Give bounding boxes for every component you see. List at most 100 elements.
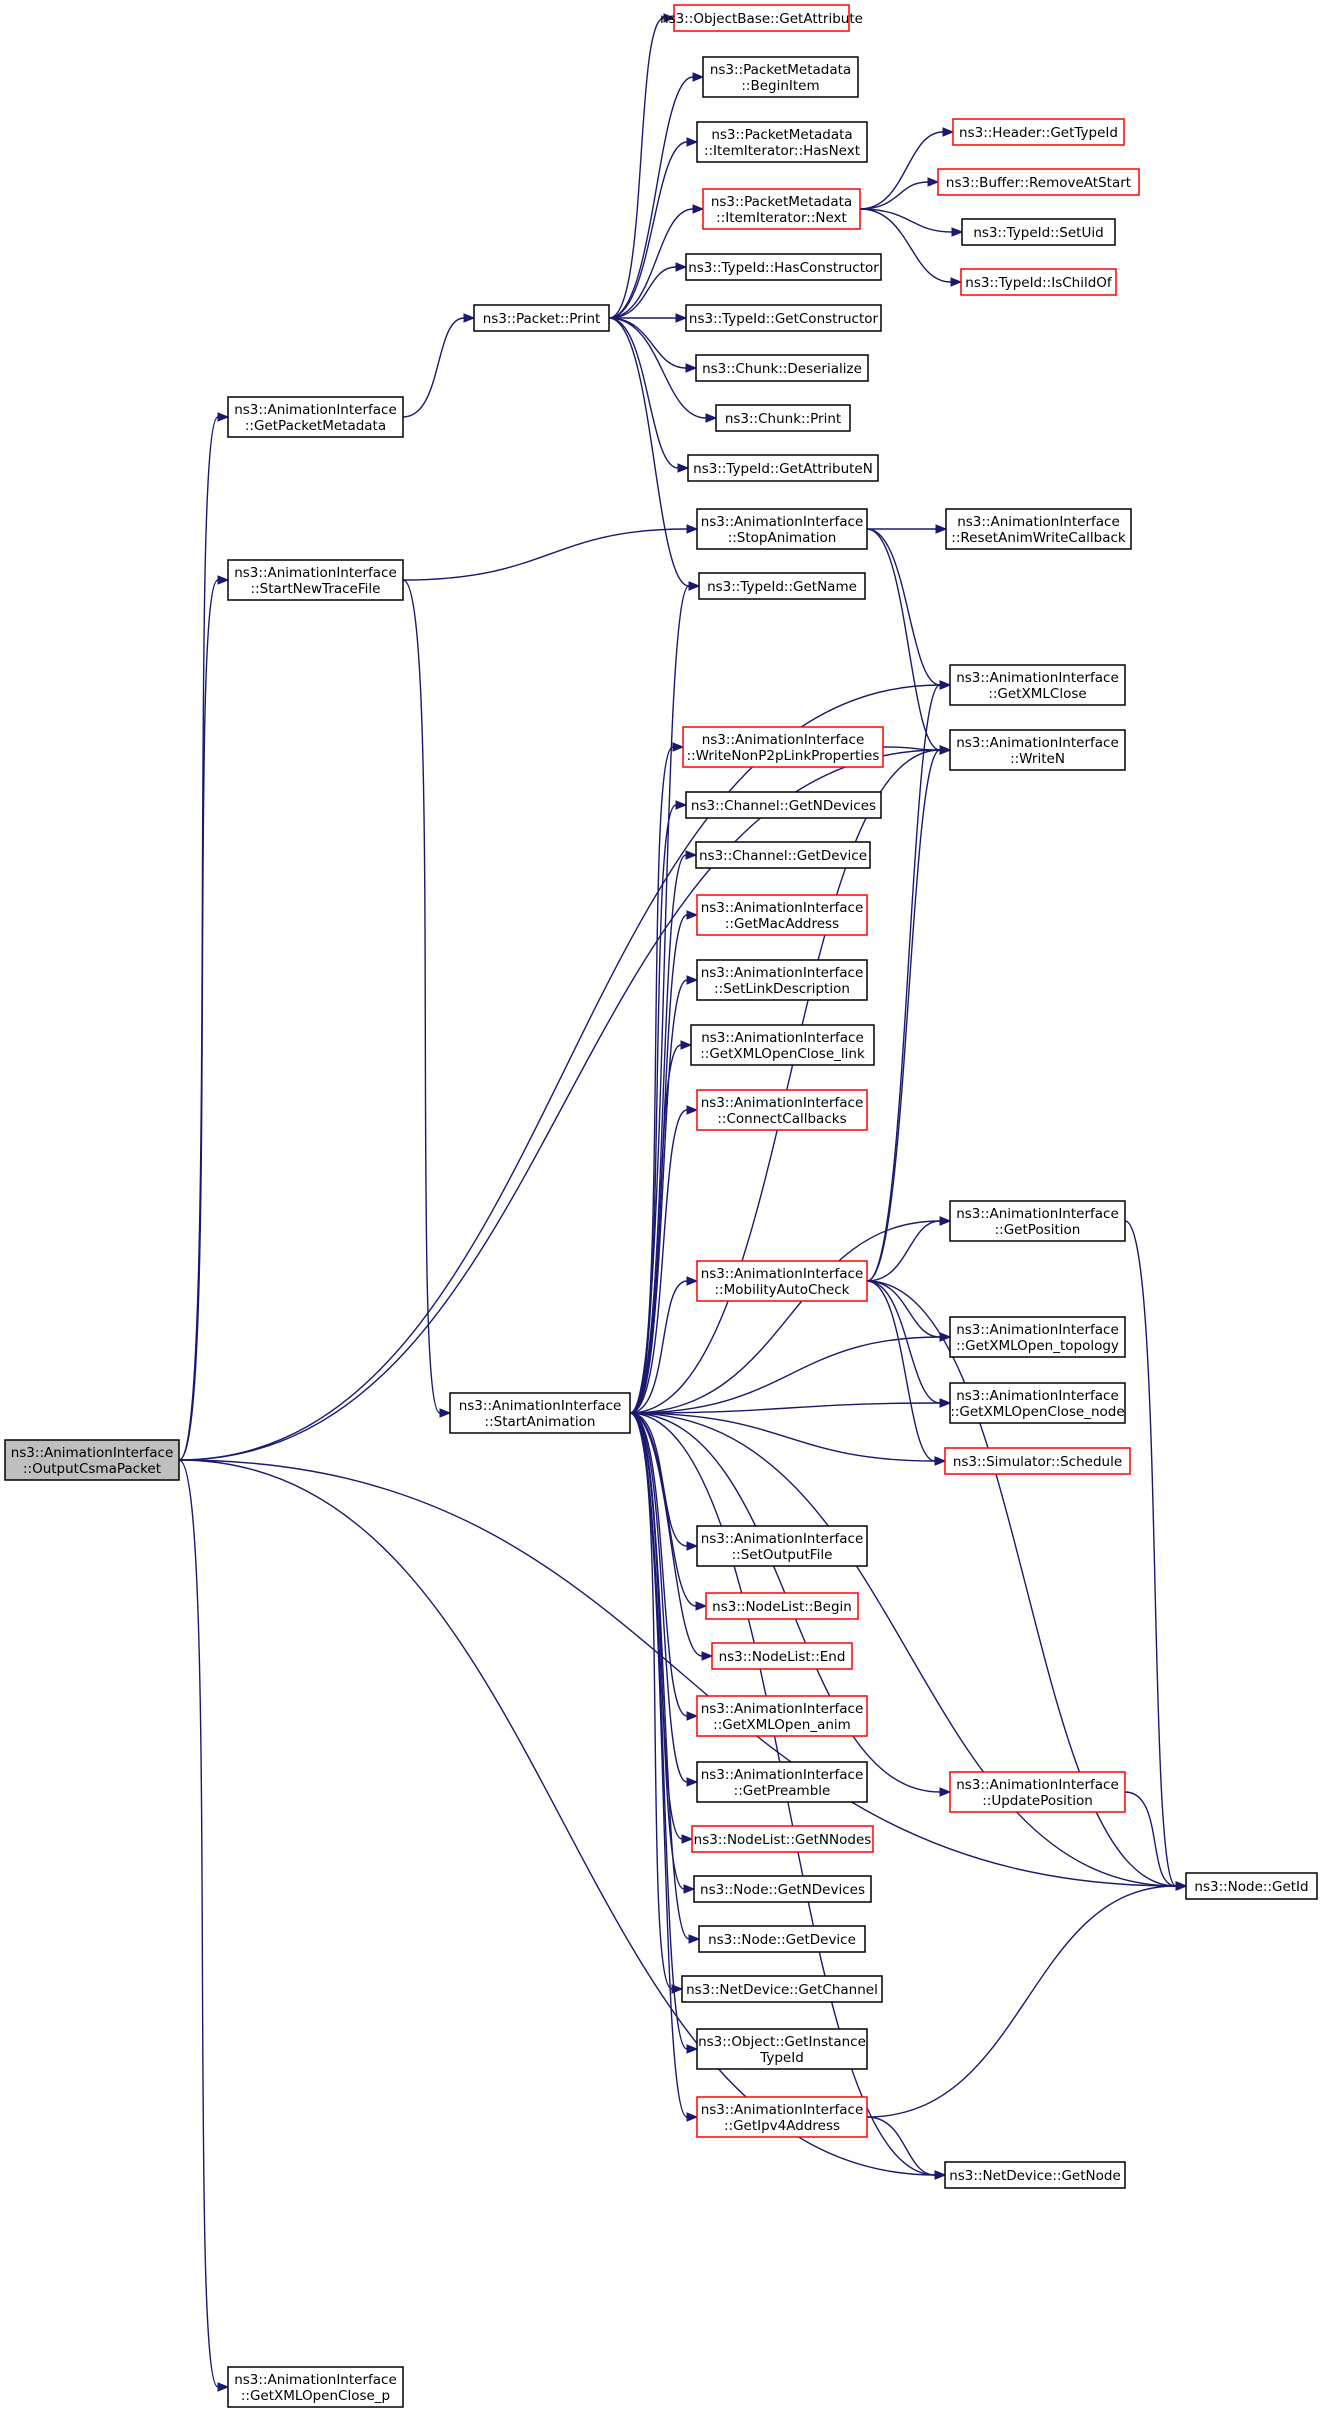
node-nlNNodes[interactable]: ns3::NodeList::GetNNodes (691, 1825, 874, 1853)
node-getPos[interactable]: ns3::AnimationInterface::GetPosition (949, 1200, 1126, 1242)
node-box (696, 1260, 868, 1302)
node-nodeGetDev[interactable]: ns3::Node::GetDevice (698, 1925, 866, 1953)
node-label: ::GetPacketMetadata (245, 418, 386, 434)
arrowhead-icon (935, 524, 948, 534)
edge-line (608, 317, 707, 419)
node-box (698, 1925, 866, 1953)
node-mobility[interactable]: ns3::AnimationInterface::MobilityAutoChe… (696, 1260, 868, 1302)
node-label: ns3::AnimationInterface (956, 735, 1119, 751)
node-label: ::ItemIterator::Next (716, 210, 847, 226)
node-setLinkDesc[interactable]: ns3::AnimationInterface::SetLinkDescript… (696, 959, 868, 1001)
node-xmlAnim[interactable]: ns3::AnimationInterface::GetXMLOpen_anim (696, 1695, 868, 1737)
node-getMac[interactable]: ns3::AnimationInterface::GetMacAddress (696, 894, 868, 936)
node-startAnimation[interactable]: ns3::AnimationInterface::StartAnimation (449, 1392, 631, 1434)
node-box (473, 304, 610, 332)
node-xmlTopo[interactable]: ns3::AnimationInterface::GetXMLOpen_topo… (949, 1316, 1126, 1358)
node-bufRemove[interactable]: ns3::Buffer::RemoveAtStart (937, 168, 1140, 196)
edge-line (629, 1412, 688, 2118)
node-ndGetNode[interactable]: ns3::NetDevice::GetNode (944, 2161, 1126, 2189)
edge-line (608, 317, 679, 469)
edge-line (866, 1220, 941, 1282)
node-nodeGetId[interactable]: ns3::Node::GetId (1185, 1872, 1318, 1900)
node-chanGetNDev[interactable]: ns3::Channel::GetNDevices (685, 791, 882, 819)
node-nlBegin[interactable]: ns3::NodeList::Begin (705, 1592, 859, 1620)
node-tidSetUid[interactable]: ns3::TypeId::SetUid (961, 218, 1116, 246)
node-chunkDeser[interactable]: ns3::Chunk::Deserialize (695, 354, 869, 382)
edge-root-to-getXMLOpenCloseP (178, 1459, 230, 2392)
edge-pmNext-to-tidIsChild (859, 208, 963, 287)
node-label: ns3::NodeList::Begin (712, 1599, 852, 1615)
edge-stopAnim-to-xmlClose (866, 528, 952, 690)
node-getIpv4[interactable]: ns3::AnimationInterface::GetIpv4Address (696, 2096, 868, 2138)
node-getPacketMetadata[interactable]: ns3::AnimationInterface::GetPacketMetada… (227, 396, 404, 438)
node-box (698, 572, 866, 600)
node-writeN[interactable]: ns3::AnimationInterface::WriteN (949, 729, 1126, 771)
node-chunkPrint[interactable]: ns3::Chunk::Print (715, 404, 851, 432)
node-tidGetName[interactable]: ns3::TypeId::GetName (698, 572, 866, 600)
edge-line (629, 1412, 703, 1657)
arrowhead-icon (939, 1398, 952, 1408)
node-tidGetCtor[interactable]: ns3::TypeId::GetConstructor (685, 304, 882, 332)
node-simSched[interactable]: ns3::Simulator::Schedule (944, 1447, 1131, 1475)
arrowhead-icon (942, 127, 955, 137)
node-label: ns3::Node::GetDevice (708, 1932, 856, 1948)
node-box (673, 4, 850, 32)
node-tidGetAttrN[interactable]: ns3::TypeId::GetAttributeN (687, 454, 879, 482)
node-xmlClose[interactable]: ns3::AnimationInterface::GetXMLClose (949, 664, 1126, 706)
node-label: ns3::AnimationInterface (701, 1266, 864, 1282)
node-pmBeginItem[interactable]: ns3::PacketMetadata::BeginItem (702, 56, 859, 98)
node-startNewTraceFile[interactable]: ns3::AnimationInterface::StartNewTraceFi… (227, 559, 404, 601)
node-label: ns3::Packet::Print (483, 311, 601, 327)
node-resetAnimCb[interactable]: ns3::AnimationInterface::ResetAnimWriteC… (945, 508, 1132, 550)
arrowhead-icon (695, 1601, 708, 1611)
node-nodeNDev[interactable]: ns3::Node::GetNDevices (693, 1875, 872, 1903)
node-getXMLOpenCloseP[interactable]: ns3::AnimationInterface::GetXMLOpenClose… (227, 2366, 404, 2408)
arrowhead-icon (686, 1777, 699, 1787)
node-tidIsChild[interactable]: ns3::TypeId::IsChildOf (960, 268, 1117, 296)
node-box (696, 121, 868, 163)
edge-line (608, 317, 690, 587)
node-updatePos[interactable]: ns3::AnimationInterface::UpdatePosition (949, 1771, 1126, 1813)
node-ndGetChan[interactable]: ns3::NetDevice::GetChannel (681, 1975, 883, 2003)
edge-mobility-to-simSched (866, 1280, 947, 1466)
arrowhead-icon (675, 800, 688, 810)
edge-line (1124, 1220, 1177, 1887)
edge-pmNext-to-hdrTid (859, 127, 955, 210)
node-label: ns3::TypeId::GetAttributeN (693, 461, 873, 477)
node-box (696, 894, 868, 936)
node-stopAnim[interactable]: ns3::AnimationInterface::StopAnimation (696, 508, 868, 550)
node-box (952, 118, 1125, 146)
node-writeNonP2p[interactable]: ns3::AnimationInterface::WriteNonP2pLink… (682, 726, 884, 768)
node-objGetAttr[interactable]: ns3::ObjectBase::GetAttribute (660, 4, 863, 32)
node-label: ns3::TypeId::IsChildOf (965, 275, 1113, 291)
node-xmlLink[interactable]: ns3::AnimationInterface::GetXMLOpenClose… (690, 1024, 875, 1066)
node-pmNext[interactable]: ns3::PacketMetadata::ItemIterator::Next (702, 188, 861, 230)
node-nlEnd[interactable]: ns3::NodeList::End (711, 1642, 853, 1670)
edge-packetPrint-to-tidGetAttrN (608, 317, 690, 473)
node-root[interactable]: ns3::AnimationInterface::OutputCsmaPacke… (4, 1439, 180, 1481)
node-setOutFile[interactable]: ns3::AnimationInterface::SetOutputFile (696, 1525, 868, 1567)
edge-line (629, 854, 687, 1414)
node-box (944, 2161, 1126, 2189)
edge-line (866, 528, 941, 751)
edge-line (402, 528, 688, 581)
node-hdrTid[interactable]: ns3::Header::GetTypeId (952, 118, 1125, 146)
node-label: ns3::PacketMetadata (711, 127, 852, 143)
node-label: ns3::AnimationInterface (956, 1322, 1119, 1338)
node-box (685, 791, 882, 819)
node-packetPrint[interactable]: ns3::Packet::Print (473, 304, 610, 332)
node-preamble[interactable]: ns3::AnimationInterface::GetPreamble (696, 1761, 868, 1803)
node-pmHasNext[interactable]: ns3::PacketMetadata::ItemIterator::HasNe… (696, 121, 868, 163)
node-tidHasCtor[interactable]: ns3::TypeId::HasConstructor (685, 253, 882, 281)
edge-packetPrint-to-objGetAttr (608, 13, 676, 319)
node-label: ns3::AnimationInterface (701, 900, 864, 916)
node-chanGetDev[interactable]: ns3::Channel::GetDevice (695, 841, 871, 869)
edge-line (629, 1412, 688, 1717)
node-box (944, 1447, 1131, 1475)
node-label: ::MobilityAutoCheck (715, 1282, 850, 1298)
edge-line (882, 746, 941, 751)
node-connectCb[interactable]: ns3::AnimationInterface::ConnectCallback… (696, 1089, 868, 1131)
node-box (696, 1761, 868, 1803)
node-xmlNode[interactable]: ns3::AnimationInterface::GetXMLOpenClose… (949, 1382, 1126, 1424)
